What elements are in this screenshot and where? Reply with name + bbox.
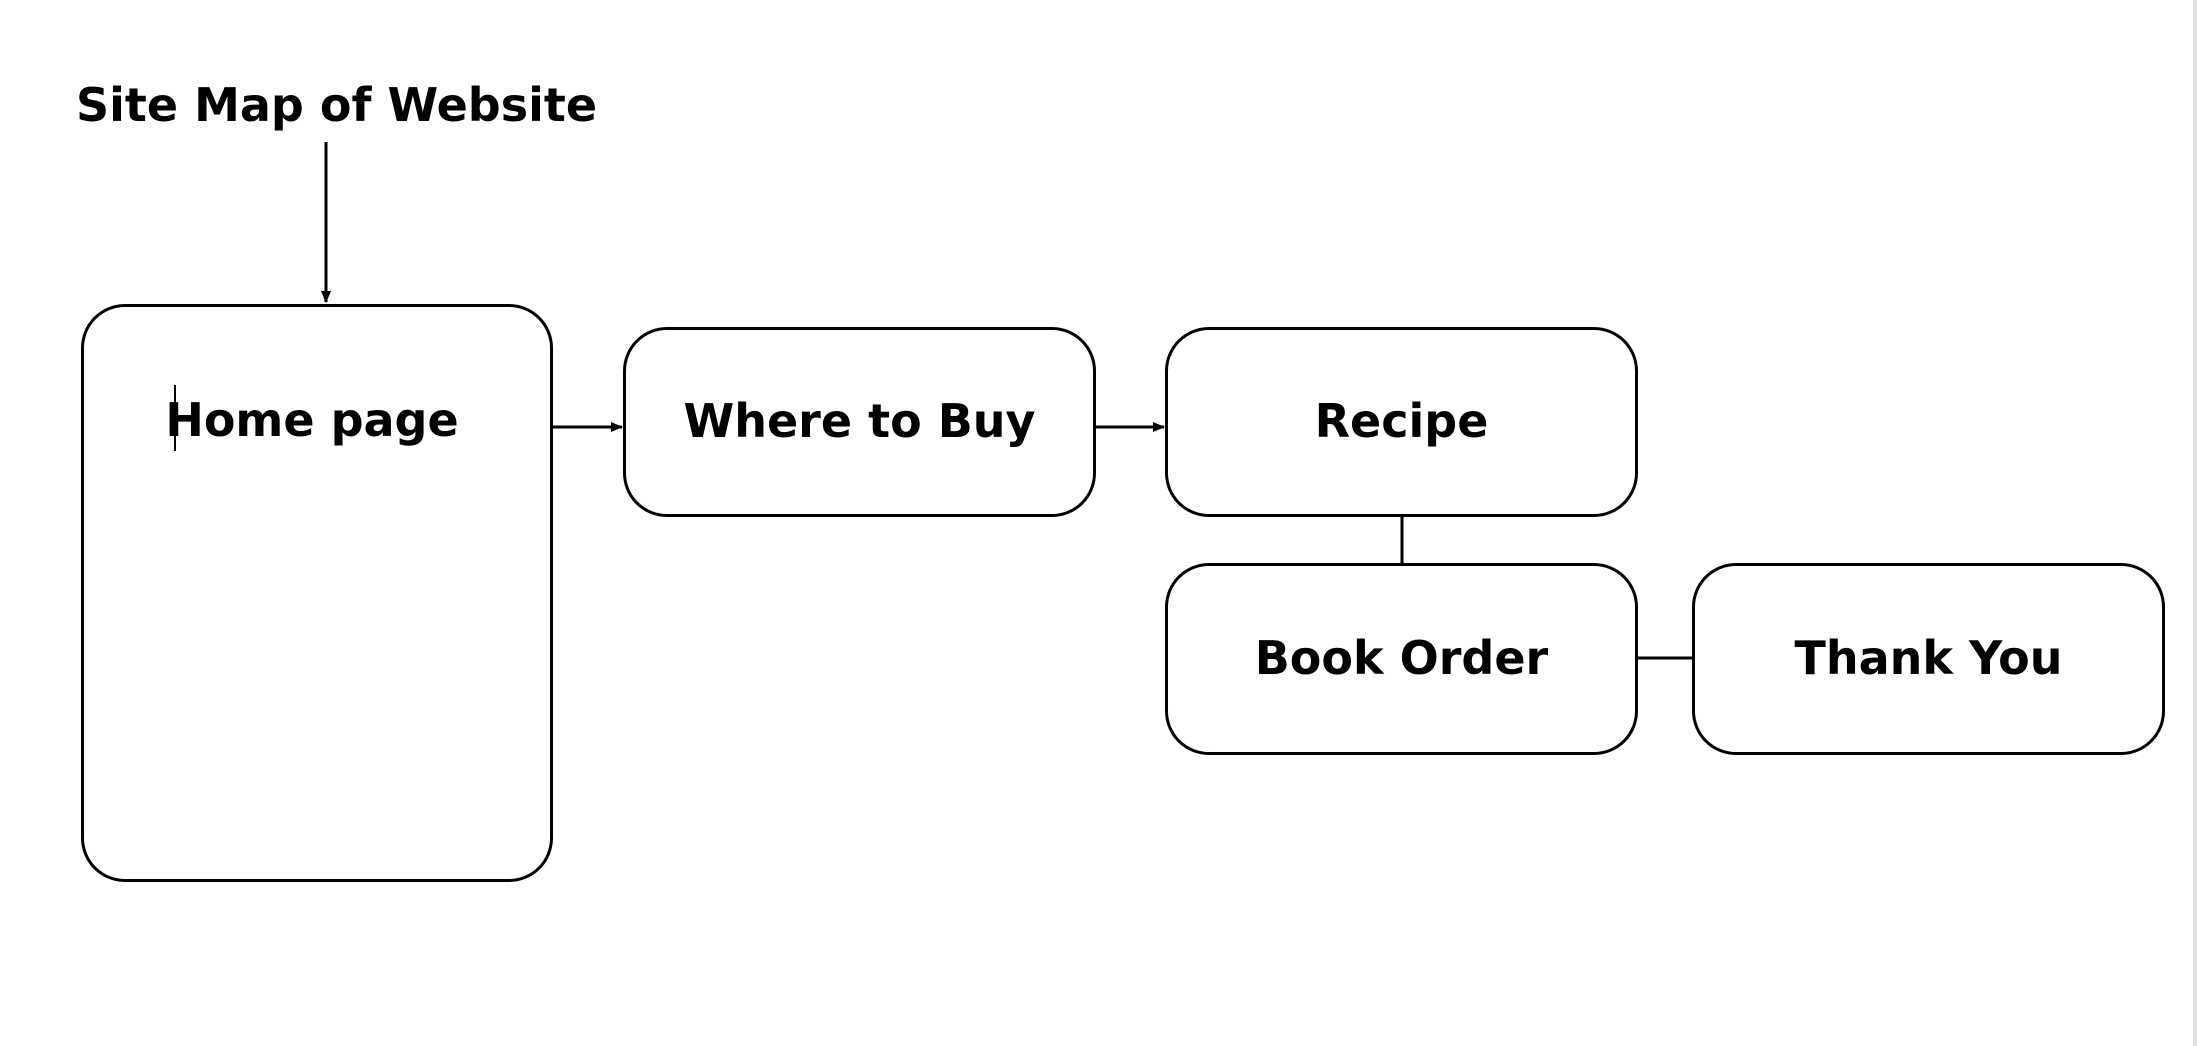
- node-thank-you[interactable]: Thank You: [1692, 563, 2165, 755]
- node-home-page[interactable]: Home page: [81, 304, 553, 882]
- node-label: Thank You: [1794, 631, 2063, 685]
- node-label: Recipe: [1314, 394, 1489, 448]
- diagram-title: Site Map of Website: [76, 78, 598, 132]
- text-cursor: [174, 385, 176, 451]
- node-label: Where to Buy: [683, 394, 1036, 448]
- node-book-order[interactable]: Book Order: [1165, 563, 1638, 755]
- node-label: Book Order: [1254, 631, 1549, 685]
- page-edge: [2193, 0, 2197, 1046]
- node-where-to-buy[interactable]: Where to Buy: [623, 327, 1096, 517]
- node-label: Home page: [165, 393, 459, 447]
- node-recipe[interactable]: Recipe: [1165, 327, 1638, 517]
